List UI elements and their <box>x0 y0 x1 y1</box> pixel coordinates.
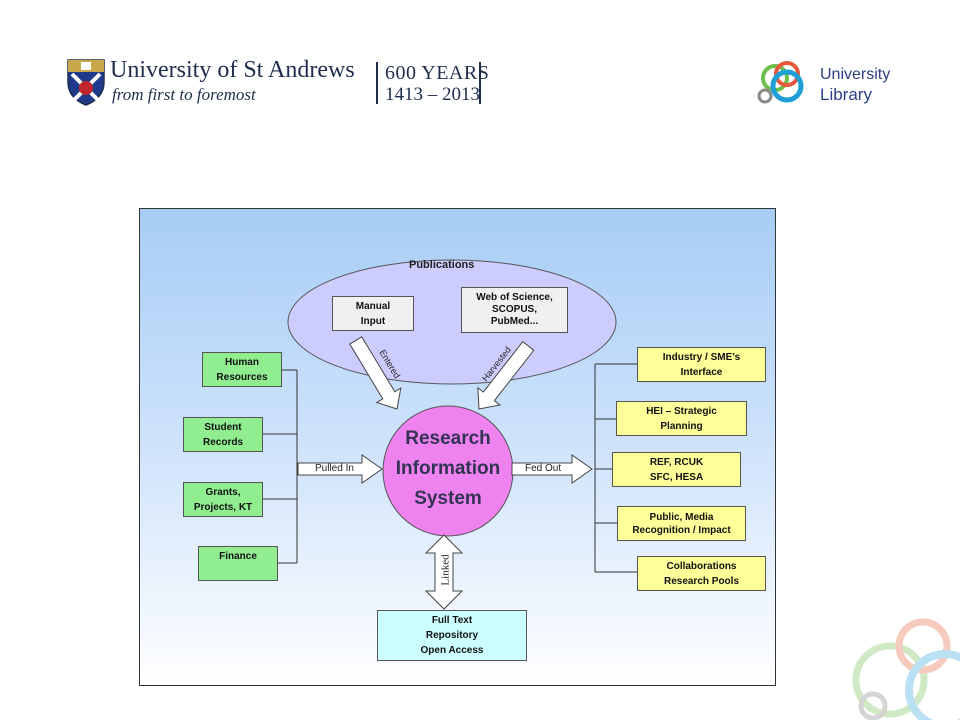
research-information-diagram: Publications Manual Input Web of Science… <box>139 208 776 686</box>
university-name: University of St Andrews <box>110 57 355 83</box>
center-line-2: Information <box>395 458 501 479</box>
output-label: Industry / SME’s Interface <box>662 351 741 378</box>
output-label: Collaborations Research Pools <box>663 560 740 587</box>
input-label: Human Resources <box>216 356 268 383</box>
linked-label: Linked <box>439 554 452 586</box>
publications-title: Publications <box>409 259 475 271</box>
anniversary-line-2: 1413 – 2013 <box>385 84 480 105</box>
header-divider-right <box>479 62 481 104</box>
output-box-industry: Industry / SME’s Interface <box>637 347 766 382</box>
pulled-in-arrow <box>297 454 383 484</box>
st-andrews-crest <box>66 58 106 106</box>
input-box-student-records: Student Records <box>183 417 263 452</box>
manual-input-box: Manual Input <box>332 296 414 331</box>
library-name-line-2: Library <box>820 85 872 104</box>
output-label: Public, Media Recognition / Impact <box>632 511 731 536</box>
input-label: Grants, Projects, KT <box>193 486 253 513</box>
fed-out-label: Fed Out <box>525 463 562 474</box>
output-box-hei-planning: HEI – Strategic Planning <box>616 401 747 436</box>
entered-arrow <box>349 336 402 410</box>
input-bracket <box>263 369 298 564</box>
input-box-human-resources: Human Resources <box>202 352 282 387</box>
output-box-public-media: Public, Media Recognition / Impact <box>617 506 746 541</box>
library-rings-icon <box>755 58 817 106</box>
input-label: Finance <box>219 551 257 562</box>
fed-out-arrow <box>511 454 593 484</box>
library-name-line-1: University <box>820 66 891 83</box>
output-label: HEI – Strategic Planning <box>646 405 717 432</box>
output-label: REF, RCUK SFC, HESA <box>649 456 704 483</box>
repository-label: Full Text Repository Open Access <box>420 615 484 656</box>
web-sources-label: Web of Science, SCOPUS, PubMed... <box>476 292 553 327</box>
header-divider-left <box>376 62 378 104</box>
anniversary-line-1: 600 YEARS <box>385 62 490 84</box>
center-title: Research Information System <box>383 424 513 514</box>
output-box-ref: REF, RCUK SFC, HESA <box>612 452 741 487</box>
input-box-finance: Finance <box>198 546 278 581</box>
center-line-3: System <box>414 488 482 509</box>
pulled-in-label: Pulled In <box>315 463 354 474</box>
linked-arrow <box>424 534 464 610</box>
input-box-grants: Grants, Projects, KT <box>183 482 263 517</box>
input-label: Student Records <box>202 421 243 448</box>
output-bracket <box>594 363 637 573</box>
center-line-1: Research <box>405 428 491 449</box>
output-box-collaborations: Collaborations Research Pools <box>637 556 766 591</box>
manual-input-label: Manual Input <box>355 300 391 327</box>
harvested-arrow <box>477 340 535 410</box>
decorative-rings-icon <box>845 610 960 725</box>
repository-box: Full Text Repository Open Access <box>377 610 527 661</box>
web-sources-box: Web of Science, SCOPUS, PubMed... <box>461 287 568 333</box>
university-motto: from first to foremost <box>112 85 256 104</box>
